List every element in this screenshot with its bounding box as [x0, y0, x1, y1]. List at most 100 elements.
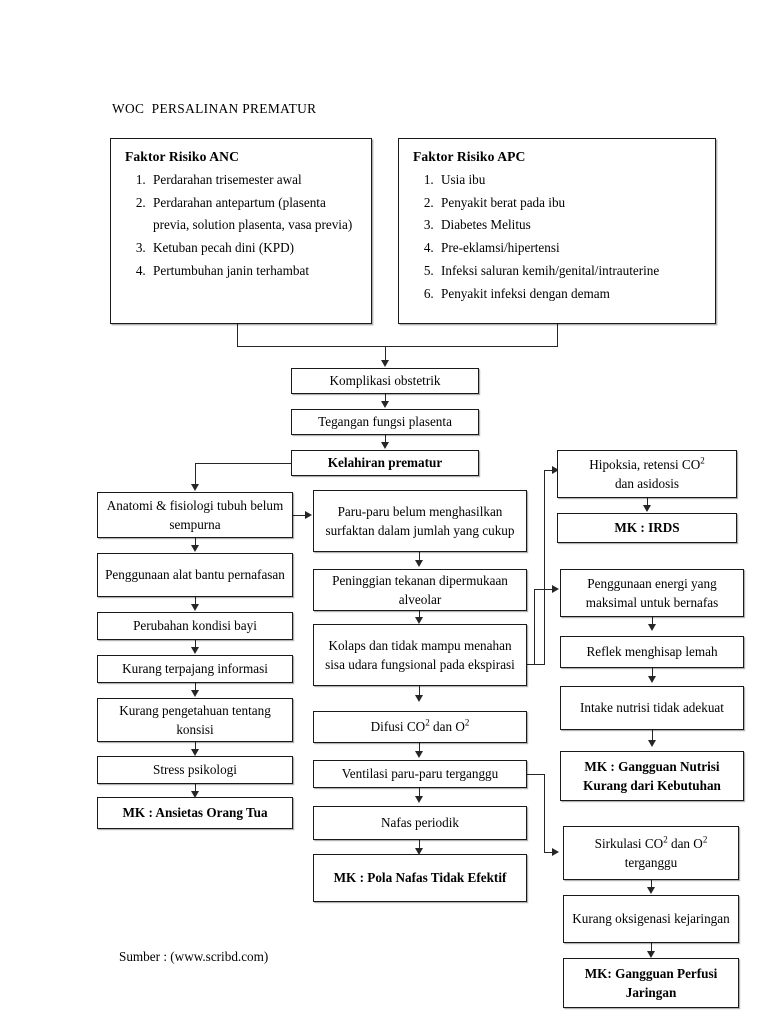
- arrow-right-surfaktan: [305, 511, 312, 519]
- arrow-down-tegangan: [381, 401, 389, 408]
- panel-anc-list: Perdarahan trisemester awal Perdarahan a…: [125, 169, 359, 283]
- node-kelahiran-prematur: Kelahiran prematur: [291, 450, 479, 476]
- node-mk-irds: MK : IRDS: [557, 513, 737, 543]
- connector-riser-hipoksia: [544, 470, 546, 665]
- arrow-down-mk-perfusi: [647, 951, 655, 958]
- panel-anc-heading: Faktor Risiko ANC: [125, 149, 239, 164]
- arrow-down-mk-pola-nafas: [415, 848, 423, 855]
- panel-apc-list: Usia ibu Penyakit berat pada ibu Diabete…: [413, 169, 703, 305]
- connector-drop-sirkulasi: [544, 774, 546, 853]
- list-item: Penyakit infeksi dengan demam: [437, 283, 703, 306]
- node-kurang-terpajang-informasi: Kurang terpajang informasi: [97, 655, 293, 683]
- arrow-down-peninggian: [415, 560, 423, 567]
- node-peninggian-tekanan: Peninggian tekanan dipermukaan alveolar: [313, 569, 527, 611]
- sirkulasi-sup-1: 2: [663, 834, 668, 845]
- page-title: WOC PERSALINAN PREMATUR: [112, 101, 317, 116]
- node-mk-gangguan-nutrisi: MK : Gangguan Nutrisi Kurang dari Kebutu…: [560, 751, 744, 801]
- node-tegangan-fungsi-plasenta: Tegangan fungsi plasenta: [291, 409, 479, 435]
- connector-surfaktan-peninggian: [419, 552, 421, 562]
- connector-ventilasi-nafas: [419, 788, 421, 798]
- connector-tegangan-kelahiran: [385, 435, 387, 444]
- node-reflek-menghisap-lemah: Reflek menghisap lemah: [560, 636, 744, 668]
- arrow-down-mk-ansietas: [191, 791, 199, 798]
- connector-difusi-ventilasi: [419, 743, 421, 753]
- list-item: Pre-eklamsi/hipertensi: [437, 237, 703, 260]
- connector-kolaps-difusi: [419, 686, 421, 697]
- sirkulasi-text-post: terganggu: [624, 855, 678, 870]
- list-item: Perdarahan trisemester awal: [149, 169, 359, 192]
- node-penggunaan-energi: Penggunaan energi yang maksimal untuk be…: [560, 569, 744, 617]
- connector-peninggian-kolaps: [419, 611, 421, 619]
- arrow-down-reflek: [648, 624, 656, 631]
- arrow-down-nafas: [415, 796, 423, 803]
- arrow-down-alat-bantu: [191, 545, 199, 552]
- node-anatomi-fisiologi: Anatomi & fisiologi tubuh belum sempurna: [97, 492, 293, 538]
- node-penggunaan-alat-bantu: Penggunaan alat bantu pernafasan: [97, 553, 293, 597]
- connector-kelahiran-left-down: [195, 463, 197, 486]
- connector-energi-reflek: [652, 617, 654, 626]
- sirkulasi-text-pre: Sirkulasi CO: [594, 835, 664, 851]
- panel-faktor-risiko-apc: Faktor Risiko APC Usia ibu Penyakit bera…: [398, 138, 716, 324]
- arrow-down-perubahan: [191, 604, 199, 611]
- hipoksia-text-post: dan asidosis: [614, 476, 680, 491]
- node-mk-gangguan-perfusi-jaringan: MK: Gangguan Perfusi Jaringan: [563, 958, 739, 1008]
- connector-nafas-mkpola: [419, 840, 421, 850]
- connector-riser-energi: [534, 589, 536, 665]
- arrow-down-kolaps: [415, 617, 423, 624]
- node-mk-ansietas-orang-tua: MK : Ansietas Orang Tua: [97, 797, 293, 829]
- arrow-down-anatomi: [191, 484, 199, 491]
- hipoksia-sup: 2: [700, 455, 705, 466]
- connector-bus-to-komplikasi: [385, 346, 387, 362]
- panel-apc-heading: Faktor Risiko APC: [413, 149, 526, 164]
- arrow-down-komplikasi: [381, 360, 389, 367]
- connector-anatomi-surfaktan: [293, 515, 307, 517]
- connector-bus-horizontal: [237, 346, 558, 348]
- node-nafas-periodik: Nafas periodik: [313, 806, 527, 840]
- connector-intake-mknutrisi: [652, 730, 654, 742]
- connector-into-sirkulasi: [544, 852, 554, 854]
- sirkulasi-sup-2: 2: [702, 834, 708, 845]
- connector-anc-down: [237, 324, 239, 347]
- connector-hipoksia-irds: [647, 498, 649, 507]
- node-komplikasi-obstetrik: Komplikasi obstetrik: [291, 368, 479, 394]
- list-item: Perdarahan antepartum (plasenta previa, …: [149, 192, 359, 237]
- arrow-down-mk-nutrisi: [648, 740, 656, 747]
- node-kolaps-udara-fungsional: Kolaps dan tidak mampu menahan sisa udar…: [313, 624, 527, 686]
- node-kurang-pengetahuan: Kurang pengetahuan tentang konsisi: [97, 698, 293, 742]
- node-perubahan-kondisi-bayi: Perubahan kondisi bayi: [97, 612, 293, 640]
- difusi-sup-1: 2: [425, 718, 430, 729]
- connector-terpajang-pengetahuan: [195, 683, 197, 692]
- connector-apc-down: [557, 324, 559, 347]
- arrow-right-energi: [552, 585, 559, 593]
- connector-oksigenasi-mkperfusi: [651, 943, 653, 953]
- arrow-down-stress: [191, 749, 199, 756]
- list-item: Diabetes Melitus: [437, 214, 703, 237]
- connector-kelahiran-left: [195, 463, 292, 465]
- panel-faktor-risiko-anc: Faktor Risiko ANC Perdarahan trisemester…: [110, 138, 372, 324]
- connector-anatomi-alatbantu: [195, 538, 197, 547]
- arrow-down-ventilasi: [415, 751, 423, 758]
- node-paru-paru-surfaktan: Paru-paru belum menghasilkan surfaktan d…: [313, 490, 527, 552]
- node-kurang-oksigenasi: Kurang oksigenasi kejaringan: [563, 895, 739, 943]
- arrow-down-pengetahuan: [191, 690, 199, 697]
- source-note: Sumber : (www.scribd.com): [119, 949, 269, 964]
- arrow-down-terpajang: [191, 647, 199, 654]
- arrow-right-hipoksia: [552, 466, 559, 474]
- connector-alatbantu-perubahan: [195, 597, 197, 606]
- sirkulasi-text-mid: dan O: [667, 835, 703, 851]
- arrow-right-sirkulasi: [552, 848, 559, 856]
- arrow-down-oksigenasi: [647, 887, 655, 894]
- difusi-text-mid: dan O: [429, 719, 465, 735]
- node-mk-pola-nafas-tidak-efektif: MK : Pola Nafas Tidak Efektif: [313, 854, 527, 902]
- connector-reflek-intake: [652, 668, 654, 678]
- node-ventilasi-paru-paru: Ventilasi paru-paru terganggu: [313, 760, 527, 788]
- list-item: Ketuban pecah dini (KPD): [149, 237, 359, 260]
- arrow-down-mk-irds: [643, 505, 651, 512]
- difusi-sup-2: 2: [464, 718, 470, 729]
- connector-ventilasi-right: [527, 774, 545, 776]
- connector-kolaps-right: [527, 664, 545, 666]
- arrow-down-intake: [648, 676, 656, 683]
